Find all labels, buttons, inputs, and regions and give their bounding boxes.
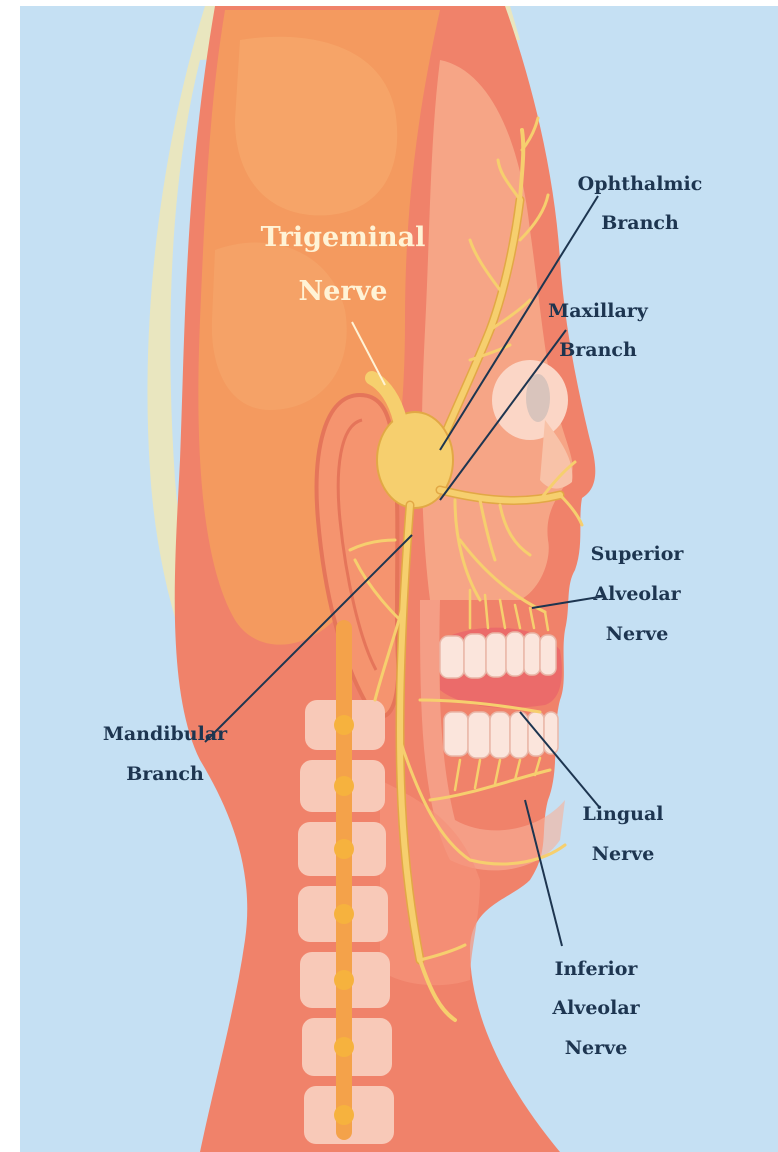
lingual-label-line2: Nerve xyxy=(592,843,655,865)
ophthalmic-label-line1: Ophthalmic xyxy=(578,173,703,195)
upper-teeth xyxy=(440,632,556,678)
inferior-alveolar-nerve-label: Inferior Alveolar Nerve xyxy=(551,958,640,1059)
superior-label-line3: Nerve xyxy=(606,623,669,645)
ophthalmic-label-line2: Branch xyxy=(601,212,679,234)
trigeminal-label-line2: Nerve xyxy=(299,276,388,307)
superior-label-line2: Alveolar xyxy=(592,583,681,605)
maxillary-label-line1: Maxillary xyxy=(548,300,649,322)
eye xyxy=(526,374,550,422)
mandibular-label-line1: Mandibular xyxy=(103,723,228,745)
inferior-label-line3: Nerve xyxy=(565,1037,628,1059)
lower-teeth xyxy=(444,712,558,758)
superior-label-line1: Superior xyxy=(591,543,685,565)
mandibular-label-line2: Branch xyxy=(126,763,204,785)
trigeminal-label-line1: Trigeminal xyxy=(261,222,426,253)
maxillary-label-line2: Branch xyxy=(559,339,637,361)
inferior-label-line2: Alveolar xyxy=(551,997,640,1019)
lingual-label-line1: Lingual xyxy=(582,803,663,825)
inferior-label-line1: Inferior xyxy=(555,958,639,980)
